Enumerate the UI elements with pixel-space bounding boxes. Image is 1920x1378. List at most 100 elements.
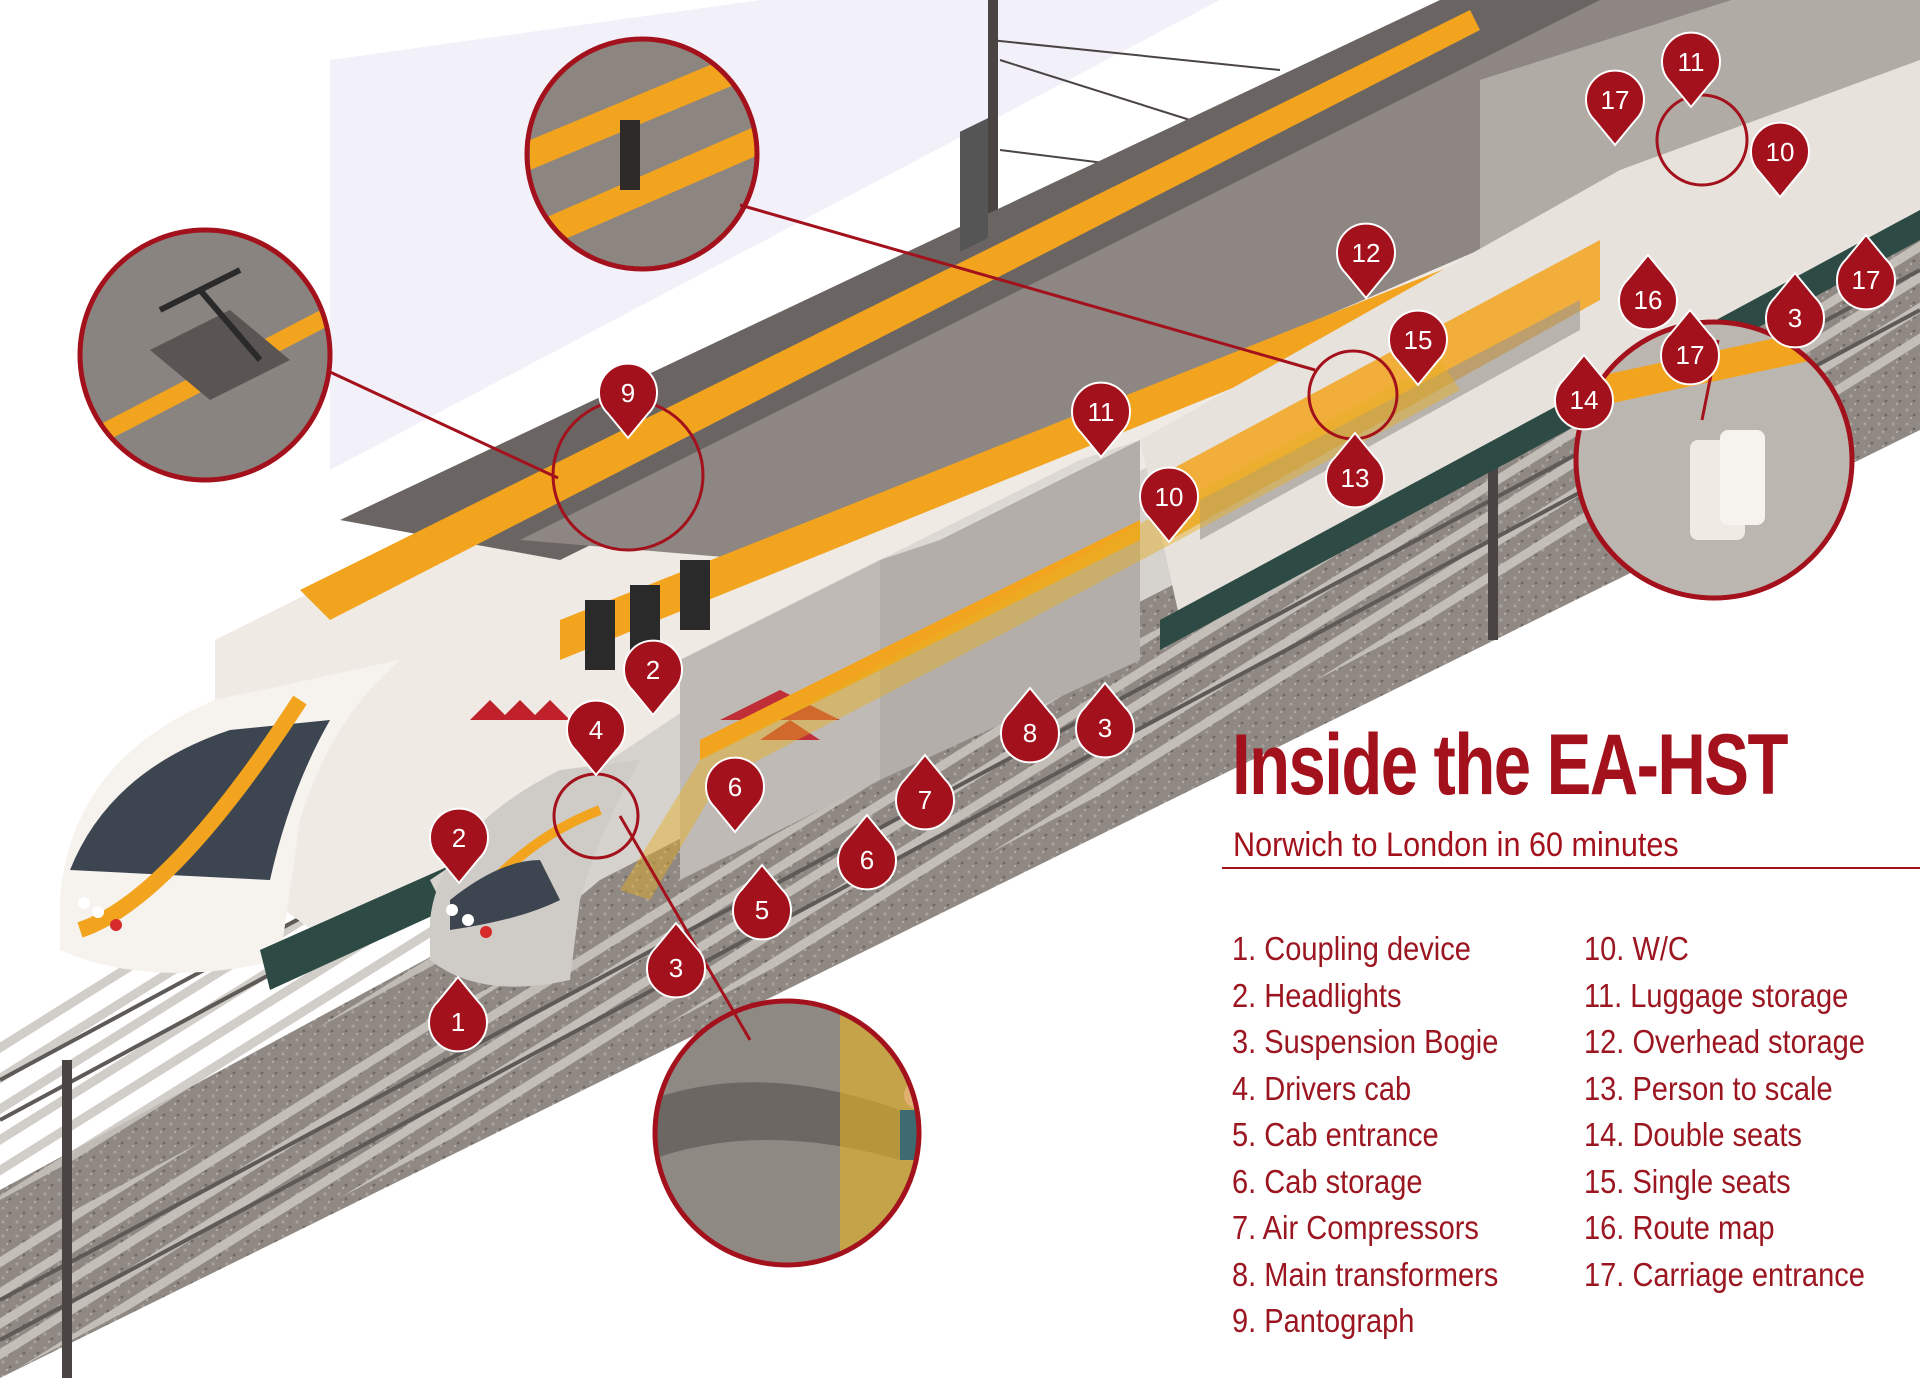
marker-number: 10 (1766, 137, 1795, 167)
legend-item: 3. Suspension Bogie (1232, 1023, 1499, 1060)
callout-marker-11: 11 (1661, 31, 1721, 109)
marker-number: 2 (452, 823, 466, 853)
marker-pin-shape (1075, 681, 1135, 759)
legend-column-left: 1. Coupling device 2. Headlights 3. Susp… (1232, 926, 1535, 1345)
marker-number: 3 (669, 953, 683, 983)
marker-number: 8 (1023, 718, 1037, 748)
marker-number: 17 (1852, 265, 1881, 295)
marker-pin-shape (428, 975, 488, 1053)
legend-column-right: 10. W/C 11. Luggage storage 12. Overhead… (1584, 926, 1903, 1298)
marker-pin-shape (1325, 431, 1385, 509)
marker-number: 7 (918, 785, 932, 815)
callout-marker-10: 10 (1750, 121, 1810, 199)
marker-pin-shape (623, 639, 683, 717)
marker-number: 17 (1601, 85, 1630, 115)
callout-marker-8: 8 (1000, 686, 1060, 764)
marker-pin-shape (1000, 686, 1060, 764)
marker-pin-shape (837, 813, 897, 891)
callout-marker-17: 17 (1836, 233, 1896, 311)
callout-marker-17: 17 (1660, 308, 1720, 386)
callout-marker-12: 12 (1336, 222, 1396, 300)
legend-item: 17. Carriage entrance (1584, 1255, 1865, 1293)
legend-item: 16. Route map (1584, 1209, 1775, 1246)
marker-number: 3 (1098, 713, 1112, 743)
legend-item: 15. Single seats (1584, 1162, 1791, 1200)
marker-number: 1 (451, 1007, 465, 1037)
marker-pin-shape (1554, 353, 1614, 431)
legend-item: 7. Air Compressors (1232, 1209, 1479, 1246)
legend-item: 4. Drivers cab (1232, 1069, 1412, 1107)
callout-marker-10: 10 (1139, 466, 1199, 544)
callout-marker-14: 14 (1554, 353, 1614, 431)
legend-item: 1. Coupling device (1232, 930, 1471, 967)
marker-number: 17 (1676, 340, 1705, 370)
marker-pin-shape (429, 807, 489, 885)
callout-marker-3: 3 (1075, 681, 1135, 759)
callout-marker-2: 2 (429, 807, 489, 885)
marker-pin-shape (646, 921, 706, 999)
callout-marker-3: 3 (646, 921, 706, 999)
marker-pin-shape (598, 362, 658, 440)
marker-number: 2 (646, 655, 660, 685)
callout-marker-6: 6 (837, 813, 897, 891)
marker-number: 16 (1634, 285, 1663, 315)
marker-pin-shape (1661, 31, 1721, 109)
callout-marker-6: 6 (705, 756, 765, 834)
marker-number: 15 (1404, 325, 1433, 355)
marker-pin-shape (1388, 309, 1448, 387)
legend-item: 8. Main transformers (1232, 1255, 1499, 1293)
marker-pin-shape (1071, 381, 1131, 459)
marker-number: 9 (621, 378, 635, 408)
catenary-mast (988, 0, 998, 260)
callout-marker-9: 9 (598, 362, 658, 440)
callout-marker-13: 13 (1325, 431, 1385, 509)
legend-item: 5. Cab entrance (1232, 1116, 1439, 1153)
marker-number: 5 (755, 895, 769, 925)
callout-marker-2: 2 (623, 639, 683, 717)
legend-item: 11. Luggage storage (1584, 976, 1849, 1014)
callout-marker-5: 5 (732, 863, 792, 941)
title-divider (1222, 867, 1920, 869)
inset-seating (524, 36, 760, 272)
callout-marker-11: 11 (1071, 381, 1131, 459)
marker-number: 11 (1088, 397, 1115, 427)
marker-pin-shape (895, 753, 955, 831)
marker-pin-shape (1660, 308, 1720, 386)
marker-number: 6 (860, 845, 874, 875)
callout-marker-1: 1 (428, 975, 488, 1053)
legend-item: 14. Double seats (1584, 1116, 1802, 1153)
inset-drivers-cab (652, 998, 922, 1268)
marker-number: 12 (1352, 238, 1381, 268)
marker-pin-shape (1139, 466, 1199, 544)
marker-pin-shape (1618, 253, 1678, 331)
diagram-subtitle: Norwich to London in 60 minutes (1233, 826, 1679, 864)
marker-pin-shape (1585, 69, 1645, 147)
callout-marker-7: 7 (895, 753, 955, 831)
catenary-mast (62, 1060, 72, 1378)
inset-pantograph (77, 227, 333, 483)
track-sleepers-2 (0, 220, 1920, 1378)
diagram-title: Inside the EA-HST (1232, 717, 1788, 813)
marker-pin-shape (566, 699, 626, 777)
marker-number: 3 (1788, 303, 1802, 333)
legend-item: 6. Cab storage (1232, 1162, 1423, 1200)
marker-pin-shape (732, 863, 792, 941)
legend-item: 12. Overhead storage (1584, 1023, 1865, 1060)
callout-marker-15: 15 (1388, 309, 1448, 387)
marker-pin-shape (705, 756, 765, 834)
marker-number: 11 (1678, 47, 1705, 77)
callout-marker-4: 4 (566, 699, 626, 777)
marker-pin-shape (1336, 222, 1396, 300)
marker-pin-shape (1765, 271, 1825, 349)
marker-number: 6 (728, 772, 742, 802)
marker-number: 14 (1570, 385, 1599, 415)
callout-marker-17: 17 (1585, 69, 1645, 147)
marker-number: 13 (1341, 463, 1370, 493)
callout-marker-16: 16 (1618, 253, 1678, 331)
legend-item: 10. W/C (1584, 930, 1689, 967)
legend-item: 13. Person to scale (1584, 1069, 1833, 1107)
marker-pin-shape (1750, 121, 1810, 199)
callout-marker-3: 3 (1765, 271, 1825, 349)
